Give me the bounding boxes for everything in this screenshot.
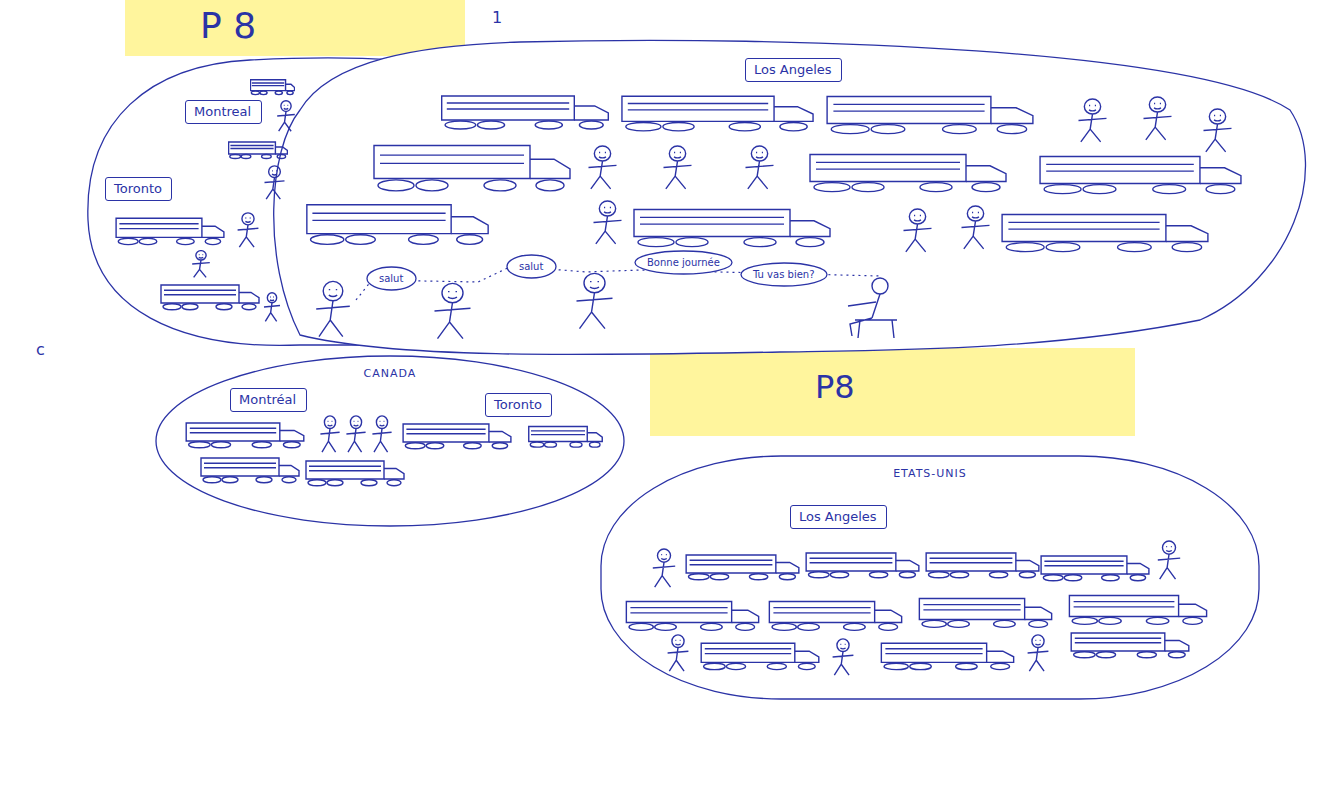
- speech-text: Tu vas bien?: [753, 269, 815, 280]
- city-box: Montréal: [230, 388, 307, 412]
- country-region: ETATS-UNIS Los Angeles: [600, 455, 1260, 700]
- page-mark: 1: [492, 8, 502, 27]
- country-name: ETATS-UNIS: [600, 467, 1260, 480]
- city-box: Toronto: [105, 177, 172, 201]
- city-box: Los Angeles: [790, 505, 887, 529]
- region-outline: [600, 455, 1260, 700]
- sticky-note: [650, 348, 1135, 436]
- speech-text: Bonne journée: [647, 257, 720, 268]
- sticky-note-label: P 8: [200, 4, 256, 47]
- page-mark: c: [36, 340, 45, 359]
- speech-bubble: salut: [366, 266, 417, 291]
- city-name: Toronto: [114, 181, 163, 196]
- country-name: CANADA: [155, 367, 625, 380]
- region-outline: [274, 40, 1306, 354]
- speech-text: salut: [519, 261, 544, 272]
- city-box: Montreal: [185, 100, 262, 124]
- region-outline: [155, 355, 625, 527]
- speech-bubble: Tu vas bien?: [740, 262, 828, 287]
- city-box: Toronto: [485, 393, 552, 417]
- country-region: CANADA Montréal Toronto: [155, 355, 625, 527]
- trucks-and-people: [116, 80, 1241, 675]
- sticky-note: [125, 0, 465, 56]
- city-name: Los Angeles: [754, 62, 833, 77]
- sticky-note-label: P8: [815, 368, 855, 406]
- city-name: Montreal: [194, 104, 253, 119]
- city-box: Los Angeles: [745, 58, 842, 82]
- speech-text: salut: [379, 273, 404, 284]
- sitting-person: [848, 278, 897, 338]
- city-name: Los Angeles: [799, 509, 878, 524]
- speech-bubble: salut: [506, 254, 557, 279]
- speech-bubble: Bonne journée: [634, 250, 733, 275]
- city-name: Toronto: [494, 397, 543, 412]
- city-name: Montréal: [239, 392, 298, 407]
